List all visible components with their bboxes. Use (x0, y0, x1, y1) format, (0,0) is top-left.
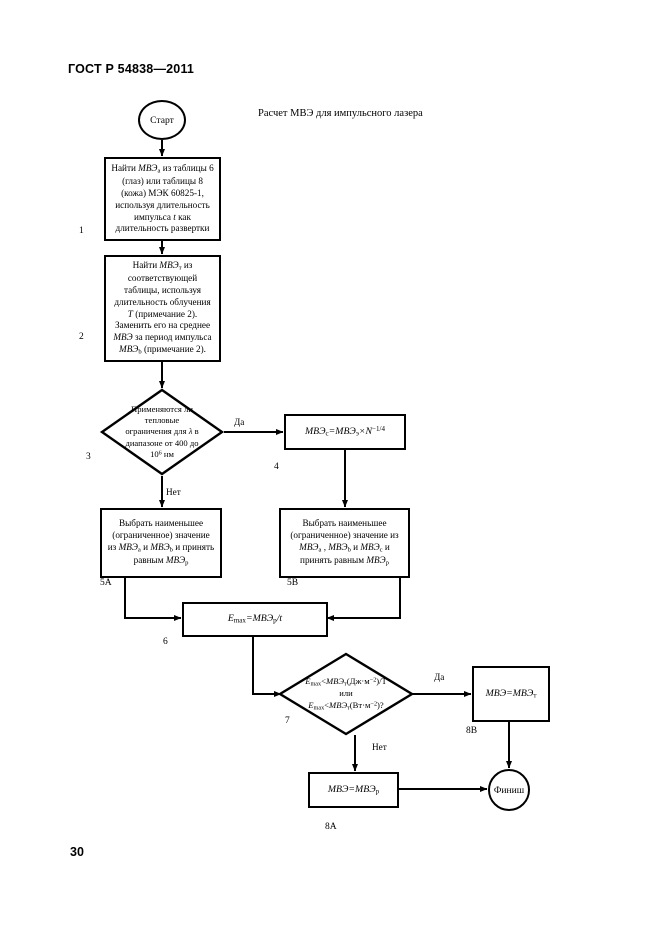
standard-header: ГОСТ Р 54838—2011 (68, 62, 195, 76)
page-number: 30 (70, 845, 84, 859)
step-label-8b: 8В (466, 726, 478, 736)
node-box-1-text: Найти МВЭа из таблицы 6 (глаз) или табли… (111, 162, 214, 234)
edge-label-7-no: Нет (372, 742, 387, 752)
step-label-3: 3 (86, 452, 91, 462)
node-finish-label: Финиш (493, 784, 525, 796)
step-label-5a: 5А (100, 578, 112, 588)
node-box-4-formula: МВЭс=МВЭэ×N−1/4 (304, 425, 386, 438)
edge-label-3-yes: Да (234, 417, 245, 427)
step-label-8a: 8А (325, 822, 337, 832)
node-box-4: МВЭс=МВЭэ×N−1/4 (284, 414, 406, 450)
node-box-5b: Выбрать наименьшее (ограниченное) значен… (279, 508, 410, 578)
node-box-5a-text: Выбрать наименьшее (ограниченное) значен… (107, 517, 215, 567)
node-box-8b-formula: МВЭ=МВЭт (485, 687, 537, 700)
edge-label-7-yes: Да (434, 672, 445, 682)
node-finish: Финиш (488, 769, 530, 811)
node-box-8a: МВЭ=МВЭр (308, 772, 399, 808)
decision-3-shape (99, 388, 225, 476)
node-decision-3: Применяются ли тепловые ограничения для … (99, 388, 225, 476)
node-box-2: Найти МВЭт из соответствующей таблицы, и… (104, 255, 221, 362)
node-box-5b-text: Выбрать наименьшее (ограниченное) значен… (290, 517, 399, 567)
node-box-6-formula: Еmax=МВЭр/t (227, 613, 283, 625)
edge-label-3-no: Нет (166, 487, 181, 497)
node-decision-3-text: Применяются ли тепловые ограничения для … (125, 403, 199, 460)
node-box-2-text: Найти МВЭт из соответствующей таблицы, и… (113, 259, 212, 356)
step-label-2: 2 (79, 332, 84, 342)
node-start: Старт (138, 100, 186, 140)
node-box-1: Найти МВЭа из таблицы 6 (глаз) или табли… (104, 157, 221, 241)
step-label-6: 6 (163, 637, 168, 647)
node-box-8a-formula: МВЭ=МВЭр (327, 783, 380, 796)
figure-caption: Расчет МВЭ для импульсного лазера (258, 108, 423, 119)
node-box-8b: МВЭ=МВЭт (472, 666, 550, 722)
node-box-6: Еmax=МВЭр/t (182, 602, 328, 637)
node-box-5a: Выбрать наименьшее (ограниченное) значен… (100, 508, 222, 578)
step-label-5b: 5В (287, 578, 299, 588)
node-start-label: Старт (150, 114, 174, 126)
decision-7-shape (277, 652, 415, 736)
step-label-7: 7 (285, 716, 290, 726)
step-label-1: 1 (79, 226, 84, 236)
step-label-4: 4 (274, 462, 279, 472)
